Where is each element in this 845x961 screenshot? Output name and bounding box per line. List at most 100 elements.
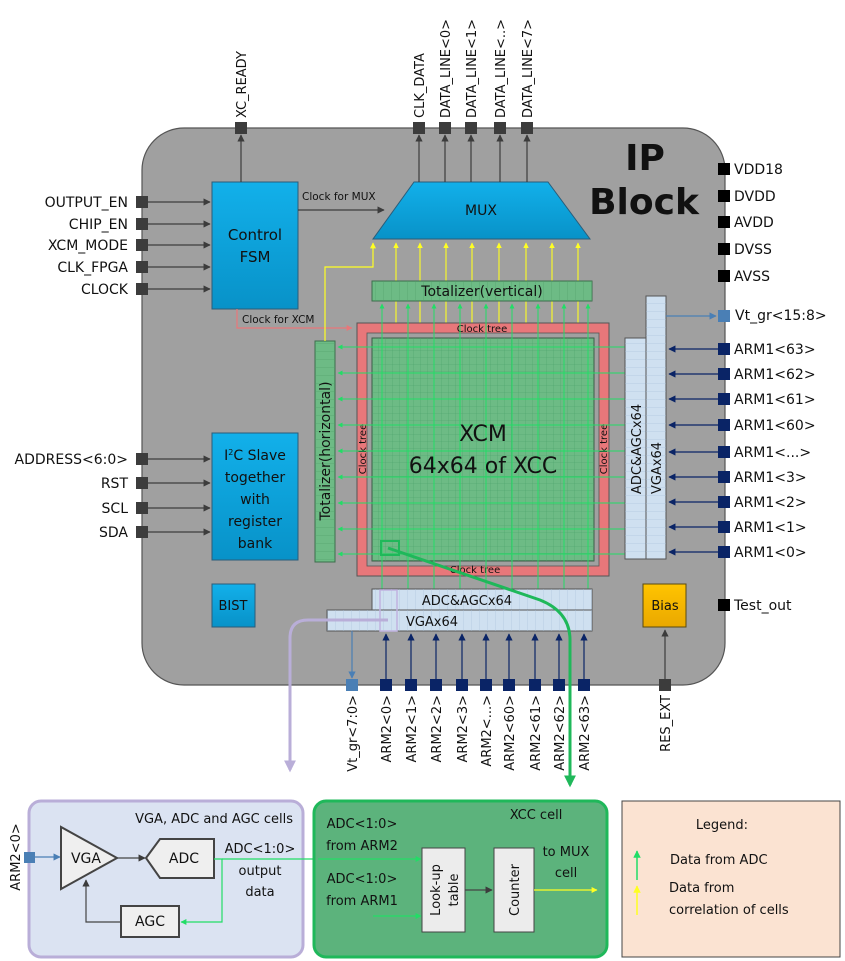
arm1-pin-label: ARM1<60> bbox=[734, 418, 816, 434]
adc-output-label-3: data bbox=[245, 885, 274, 900]
lookup-table-label-1: Look-up bbox=[429, 864, 444, 916]
arm1-pin-label: ARM1<1> bbox=[734, 520, 807, 536]
arm2-pin-label: ARM2<62> bbox=[553, 695, 568, 771]
legend-item-correlation-1: Data from bbox=[669, 881, 734, 896]
arm2-pin[interactable] bbox=[405, 679, 417, 691]
vga-amplifier-label: VGA bbox=[71, 851, 101, 867]
vt-gr-low-label: Vt_gr<7:0> bbox=[346, 695, 361, 772]
i2c-slave-label-5: bank bbox=[238, 536, 273, 552]
xcc-input-arm1-label-1: ADC<1:0> bbox=[327, 872, 398, 887]
vt-gr-low-pin[interactable] bbox=[346, 679, 358, 691]
bottom-adc-agc-label: ADC&AGCx64 bbox=[422, 594, 512, 609]
power-pin[interactable] bbox=[718, 163, 730, 175]
arm1-pin-label: ARM1<3> bbox=[734, 470, 807, 486]
bottom-adc-agc-array: ADC&AGCx64 bbox=[372, 589, 592, 610]
top-pin[interactable] bbox=[465, 122, 477, 134]
left-pin-label: SDA bbox=[99, 525, 128, 541]
power-pin[interactable] bbox=[718, 270, 730, 282]
top-pin[interactable] bbox=[439, 122, 451, 134]
arm2-pin[interactable] bbox=[456, 679, 468, 691]
arm1-pin[interactable] bbox=[718, 546, 730, 558]
arm2-pin[interactable] bbox=[529, 679, 541, 691]
arm2-pin[interactable] bbox=[503, 679, 515, 691]
arm2-pin[interactable] bbox=[578, 679, 590, 691]
top-pin[interactable] bbox=[521, 122, 533, 134]
arm2-pin[interactable] bbox=[380, 679, 392, 691]
top-pin-label: DATA_LINE<1> bbox=[465, 19, 480, 118]
power-pin[interactable] bbox=[718, 243, 730, 255]
arm1-pin[interactable] bbox=[718, 368, 730, 380]
arm1-pin-label: ARM1<63> bbox=[734, 342, 816, 358]
xcc-cell-panel: XCC cell ADC<1:0> from ARM2 ADC<1:0> fro… bbox=[314, 801, 607, 957]
legend-item-correlation-2: correlation of cells bbox=[669, 903, 789, 918]
mux-label: MUX bbox=[465, 203, 497, 219]
left-pin[interactable] bbox=[136, 196, 148, 208]
left-pin[interactable] bbox=[136, 526, 148, 538]
top-pin[interactable] bbox=[235, 122, 247, 134]
res-ext-pin[interactable] bbox=[659, 679, 671, 691]
arm1-pin[interactable] bbox=[718, 446, 730, 458]
arm2-pin[interactable] bbox=[430, 679, 442, 691]
xcm-subtitle: 64x64 of XCC bbox=[409, 454, 557, 479]
bias-label: Bias bbox=[651, 599, 678, 614]
arm1-pin[interactable] bbox=[718, 471, 730, 483]
power-pin[interactable] bbox=[718, 190, 730, 202]
arm1-pin-label: ARM1<0> bbox=[734, 545, 807, 561]
top-pin-label: DATA_LINE<..> bbox=[494, 19, 509, 118]
power-pin-label: AVSS bbox=[734, 269, 770, 285]
totalizer-vertical: Totalizer(vertical) bbox=[372, 281, 592, 301]
power-pin[interactable] bbox=[718, 216, 730, 228]
arm1-pin-label: ARM1<...> bbox=[734, 445, 811, 461]
left-pin-label: RST bbox=[101, 476, 129, 492]
arm1-pin[interactable] bbox=[718, 393, 730, 405]
vga-panel-title: VGA, ADC and AGC cells bbox=[135, 812, 293, 827]
bias-module: Bias bbox=[643, 584, 686, 627]
xcc-panel-title: XCC cell bbox=[510, 808, 563, 823]
arm1-pin-label: ARM1<62> bbox=[734, 367, 816, 383]
vga-adc-agc-panel: VGA, ADC and AGC cells ARM2<0> VGA ADC A… bbox=[9, 801, 318, 957]
i2c-slave-module: I2C Slave together with register bank bbox=[212, 433, 298, 560]
left-pin[interactable] bbox=[136, 502, 148, 514]
xcc-output-label-2: cell bbox=[555, 866, 577, 881]
left-pin[interactable] bbox=[136, 261, 148, 273]
legend: Legend: Data from ADC Data from correlat… bbox=[622, 801, 840, 957]
left-pin[interactable] bbox=[136, 283, 148, 295]
vt-gr-high-pin[interactable] bbox=[718, 310, 730, 322]
left-pin-label: ADDRESS<6:0> bbox=[15, 452, 128, 468]
i2c-slave-label-2: together bbox=[225, 470, 286, 486]
arm1-pin[interactable] bbox=[718, 343, 730, 355]
top-pin[interactable] bbox=[413, 122, 425, 134]
left-pin[interactable] bbox=[136, 453, 148, 465]
arm2-pin-label: ARM2<...> bbox=[480, 695, 495, 767]
i2c-slave-label-3: with bbox=[240, 492, 270, 508]
test-out-pin[interactable] bbox=[718, 599, 730, 611]
top-pins: XC_READYCLK_DATADATA_LINE<0>DATA_LINE<1>… bbox=[235, 19, 536, 134]
left-pin[interactable] bbox=[136, 218, 148, 230]
control-fsm-label-1: Control bbox=[228, 226, 282, 244]
arm2-pin[interactable] bbox=[553, 679, 565, 691]
clock-tree-top-label: Clock tree bbox=[457, 324, 507, 335]
left-pin[interactable] bbox=[136, 239, 148, 251]
i2c-slave-label-1: I2C Slave bbox=[224, 448, 286, 464]
right-vga-array: VGAx64 bbox=[646, 296, 666, 559]
left-pin[interactable] bbox=[136, 477, 148, 489]
arm1-pin[interactable] bbox=[718, 419, 730, 431]
arm1-pin[interactable] bbox=[718, 496, 730, 508]
ip-block-title-line2: Block bbox=[589, 182, 700, 223]
top-pin-label: XC_READY bbox=[235, 51, 250, 118]
top-pin[interactable] bbox=[494, 122, 506, 134]
agc-label: AGC bbox=[135, 914, 165, 930]
control-fsm-label-2: FSM bbox=[240, 248, 271, 266]
right-vga-label: VGAx64 bbox=[650, 442, 665, 494]
arm1-pin[interactable] bbox=[718, 521, 730, 533]
arm2-pin[interactable] bbox=[480, 679, 492, 691]
power-pin-label: AVDD bbox=[734, 215, 774, 231]
ip-block-title-line1: IP bbox=[625, 138, 665, 179]
totalizer-horizontal-label: Totalizer(horizontal) bbox=[318, 381, 334, 521]
right-adc-agc-label: ADC&AGCx64 bbox=[630, 404, 645, 494]
xcc-input-arm1-label-2: from ARM1 bbox=[326, 894, 398, 909]
top-pin-label: DATA_LINE<0> bbox=[439, 19, 454, 118]
i2c-slave-label-4: register bbox=[228, 514, 282, 530]
arm1-pin-label: ARM1<2> bbox=[734, 495, 807, 511]
